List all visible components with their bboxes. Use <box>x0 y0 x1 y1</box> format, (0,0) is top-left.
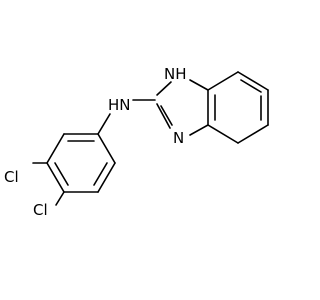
structure-canvas: NH N HN Cl Cl <box>4 65 269 219</box>
benzimidazole-benzene-ring <box>207 71 269 144</box>
bond <box>156 103 171 129</box>
bond <box>189 124 209 136</box>
bond-double-inner <box>93 162 108 186</box>
bond <box>160 105 173 126</box>
bond <box>207 124 239 144</box>
n-ring-label: N <box>173 129 184 147</box>
chloro-substituents <box>32 162 65 206</box>
bond <box>97 113 111 135</box>
bond <box>237 124 269 144</box>
cl-para-label: Cl <box>33 201 48 219</box>
bond <box>156 81 172 96</box>
molecule-drawing: NH N HN Cl Cl <box>4 65 269 219</box>
bond <box>237 71 269 91</box>
cl-meta-label: Cl <box>4 168 19 186</box>
bond <box>97 162 116 193</box>
bond-double-inner <box>54 162 69 186</box>
bond <box>207 71 239 91</box>
dichlorophenyl-ring <box>46 133 116 193</box>
bond-double-inner <box>240 79 262 93</box>
bond <box>46 162 65 193</box>
bond <box>46 133 65 164</box>
bond <box>97 133 116 164</box>
benzimidazole-imidazole-ring <box>156 79 209 136</box>
bond <box>189 79 209 91</box>
amine-linker <box>97 99 156 135</box>
nh-ring-label: NH <box>164 65 187 83</box>
nh-amine-label: HN <box>108 96 131 114</box>
bond <box>55 191 65 206</box>
